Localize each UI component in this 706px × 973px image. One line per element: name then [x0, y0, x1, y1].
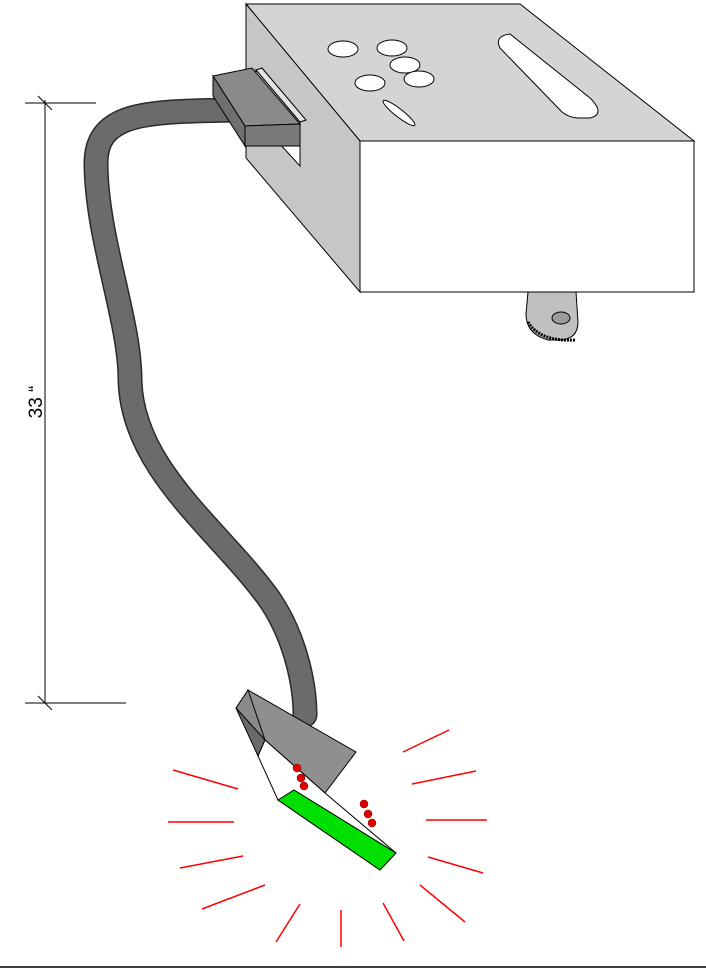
- dimension-tick-top: [37, 95, 53, 111]
- led-dot-icon: [367, 818, 377, 828]
- glow-rays: [168, 729, 487, 947]
- junction-box: [244, 2, 696, 342]
- led-dot-icon: [299, 781, 309, 791]
- glow-ray-icon: [201, 884, 266, 910]
- glow-ray-icon: [275, 903, 301, 943]
- dimension-label: 33 “: [26, 386, 47, 419]
- mounting-tab: [525, 291, 579, 342]
- top-holes: [327, 33, 599, 127]
- led-dots: [292, 763, 377, 828]
- glow-ray-icon: [411, 770, 477, 785]
- led-dot-icon: [292, 763, 302, 773]
- hole: [376, 39, 408, 57]
- glow-ray-icon: [172, 769, 239, 790]
- box-front-face: [359, 140, 695, 293]
- hole: [354, 74, 386, 92]
- dimension-tick-bottom: [37, 695, 53, 711]
- slot-small: [382, 99, 416, 127]
- cable: [83, 97, 318, 728]
- led-dot-icon: [296, 773, 306, 783]
- hole: [389, 56, 421, 74]
- led-connector: [235, 688, 397, 871]
- dimension-marker: [25, 95, 126, 711]
- glow-ray-icon: [427, 856, 484, 874]
- hole: [327, 40, 359, 58]
- glow-ray-icon: [382, 902, 405, 942]
- glow-ray-icon: [402, 729, 450, 753]
- mounting-hole: [551, 311, 571, 325]
- glow-ray-icon: [179, 855, 244, 869]
- led-dot-icon: [359, 799, 369, 809]
- led-dot-icon: [363, 809, 373, 819]
- slot-large: [497, 33, 599, 119]
- led-strip: [277, 789, 397, 871]
- glow-ray-icon: [419, 884, 466, 923]
- box-connector: [212, 67, 302, 148]
- hole: [403, 70, 435, 88]
